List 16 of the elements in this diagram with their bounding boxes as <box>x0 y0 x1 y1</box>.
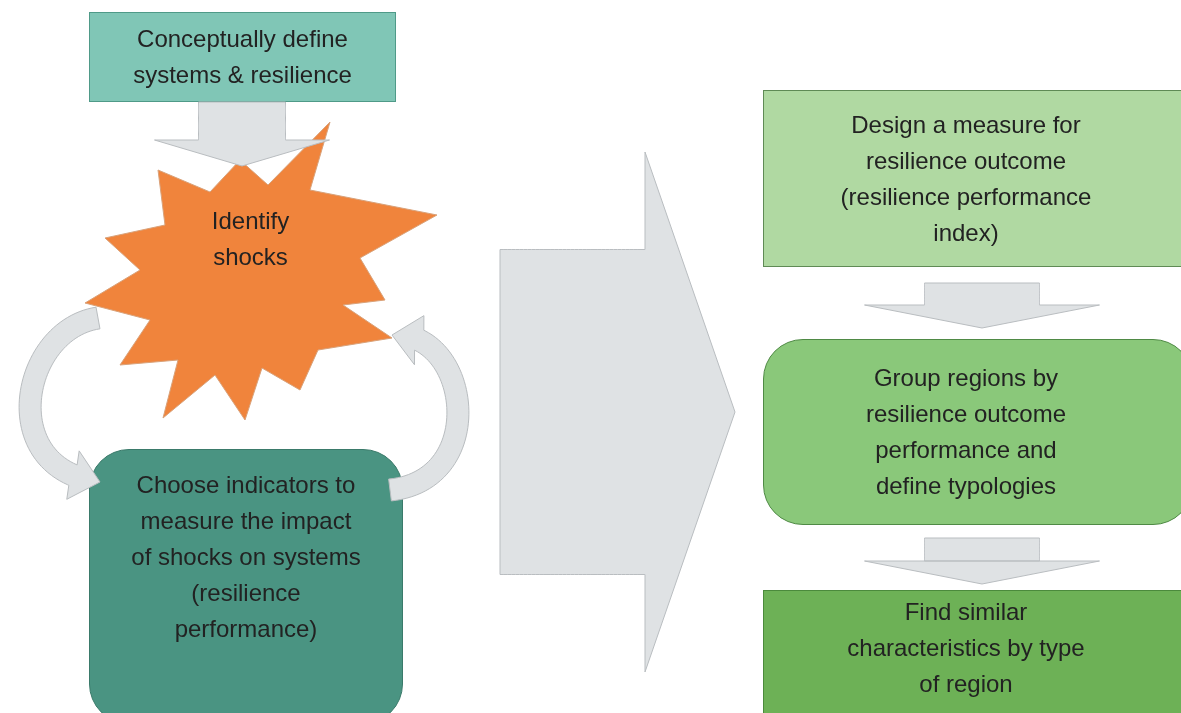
block-arrow <box>388 315 470 502</box>
block-arrow <box>864 282 1100 329</box>
block-arrow <box>864 537 1100 585</box>
rounded-process-box <box>763 339 1181 525</box>
node-label: Design a measure for resilience outcome (resilience performance index) <box>839 109 1093 248</box>
process-box <box>763 590 1181 713</box>
node-label: Choose indicators to measure the impact of shocks on systems (resilience performance) <box>131 469 361 644</box>
node-label: Conceptually define systems & resilience <box>132 24 353 90</box>
block-arrow <box>499 151 736 673</box>
process-box <box>763 90 1181 267</box>
node-label: Group regions by resilience outcome performance and define typologies <box>864 363 1068 501</box>
block-arrow <box>154 101 330 167</box>
node-label: Identify shocks <box>210 206 291 272</box>
rounded-process-box <box>89 449 403 713</box>
node-label: Find similar characteristics by type of region <box>846 597 1086 699</box>
process-box <box>89 12 396 102</box>
